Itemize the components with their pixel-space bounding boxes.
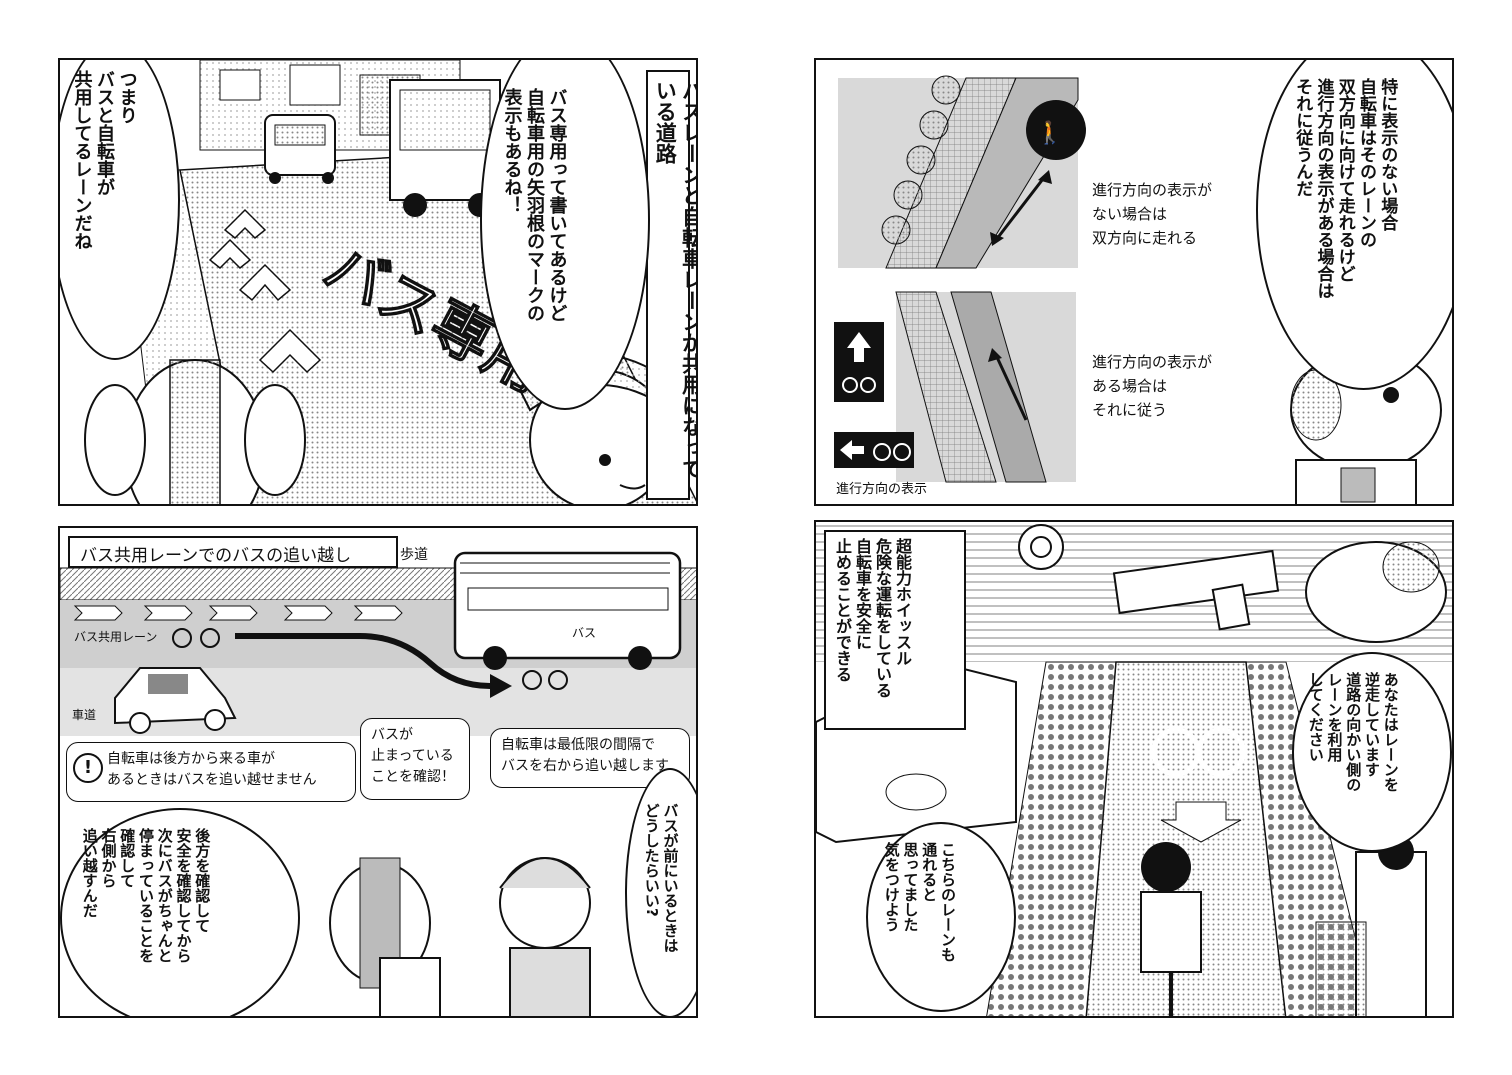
exclamation-icon: ! — [73, 753, 103, 783]
panel4-boy-speech-bubble — [866, 822, 1016, 1012]
panel2-dog-speech-text: 特に表示のない場合 自転車はそのレーンの 双方向に向けて走れるけど 進行方向の表… — [1292, 78, 1398, 299]
panel1-dog-speech-bubble — [60, 60, 180, 360]
label-no-direction-sign: 進行方向の表示が ない場合は 双方向に走れる — [1092, 181, 1213, 247]
label-with-direction-sign: 進行方向の表示が ある場合は それに従う — [1092, 353, 1213, 419]
label-shared-bus-lane: バス共用レーン — [74, 630, 158, 644]
panel4-caption-text: 超能力ホイッスル 危険な運転をしている 自転車を安全に 止めることができる — [833, 538, 912, 698]
panel1-dog-speech-text: つまり バスと自転車が 共用してるレーンだね — [71, 70, 138, 250]
wrong-way-cyclist-illustration — [816, 522, 1452, 1016]
panel4-dog-speech-text: あなたはレーンを 逆走しています 道路の向かい側の レーンを利用 してください — [1306, 672, 1400, 792]
panel-direction-signs: 🚶 進行方向の表示が ない場合は 双方向に走れる 進行方向の表示が ある場合は … — [814, 58, 1454, 506]
bus-icon — [453, 551, 682, 670]
panel4-boy-speech-text: こちらのレーンも 通れると 思ってました 気をつけよう — [882, 842, 957, 962]
svg-text:🚶: 🚶 — [1036, 120, 1063, 146]
panel1-boy-speech-text: バス専用って書いてあるけど 自転車用の矢羽根のマークの 表示もあるね！ — [501, 88, 568, 322]
panel3-title-box: バス共用レーンでのバスの追い越し — [68, 536, 398, 568]
panel-bus-lane-road: バス専用 バスレーンと自転車レーンが共用になっている道路 バス専用って書いてある… — [58, 58, 698, 506]
label-sidewalk: 歩道 — [400, 544, 428, 567]
panel3-dog-speech-text: 後方を確認して 安全を確認してから 次にバスがちゃんと 停まっていることを 確認… — [80, 828, 212, 963]
label-roadway: 車道 — [72, 708, 97, 722]
warning-text: 自転車は後方から来る車が あるときはバスを追い越せません — [107, 751, 317, 788]
whistle-icon — [1018, 524, 1280, 631]
panel4-dog-speech-bubble — [1292, 652, 1452, 852]
label-bus: バス — [572, 626, 597, 640]
car-icon — [114, 667, 237, 734]
lane-diagram-illustration: 🚶 — [834, 75, 1442, 504]
panel3-title: バス共用レーンでのバスの追い越し — [80, 546, 352, 566]
overtaking-diagram-illustration — [60, 551, 696, 1016]
warning-box: ! 自転車は後方から来る車が あるときはバスを追い越せません — [66, 742, 356, 802]
panel3-boy-speech-bubble — [625, 768, 696, 1016]
note-bus-stopped-text: バスが 止まっている ことを確認！ — [371, 727, 455, 785]
panel1-caption-text: バスレーンと自転車レーンが共用になっている道路 — [653, 80, 698, 479]
label-direction-sign-caption: 進行方向の表示 — [836, 482, 928, 497]
panel4-caption-box: 超能力ホイッスル 危険な運転をしている 自転車を安全に 止めることができる — [824, 530, 966, 730]
panel-bus-overtaking: バス共用レーンでのバスの追い越し 歩道 バス共用レーン バス 車道 ! 自転車は… — [58, 526, 698, 1018]
panel1-caption-box: バスレーンと自転車レーンが共用になっている道路 — [646, 70, 696, 500]
panel3-dog-speech-bubble — [60, 808, 300, 1016]
note-bus-stopped: バスが 止まっている ことを確認！ — [360, 718, 470, 800]
panel3-boy-speech-text: バスが前にいるときは どうしたらいい? — [642, 803, 680, 953]
note-overtake-text: 自転車は最低限の間隔で バスを右から追い越します — [501, 737, 669, 774]
panel-super-whistle: 超能力ホイッスル 危険な運転をしている 自転車を安全に 止めることができる あな… — [814, 520, 1454, 1018]
panel1-boy-speech-bubble — [480, 60, 650, 410]
panel2-dog-speech-bubble — [1256, 60, 1452, 390]
pedestrian-bicycle-sign-icon — [1026, 100, 1086, 160]
bicycle-icon — [172, 628, 568, 690]
